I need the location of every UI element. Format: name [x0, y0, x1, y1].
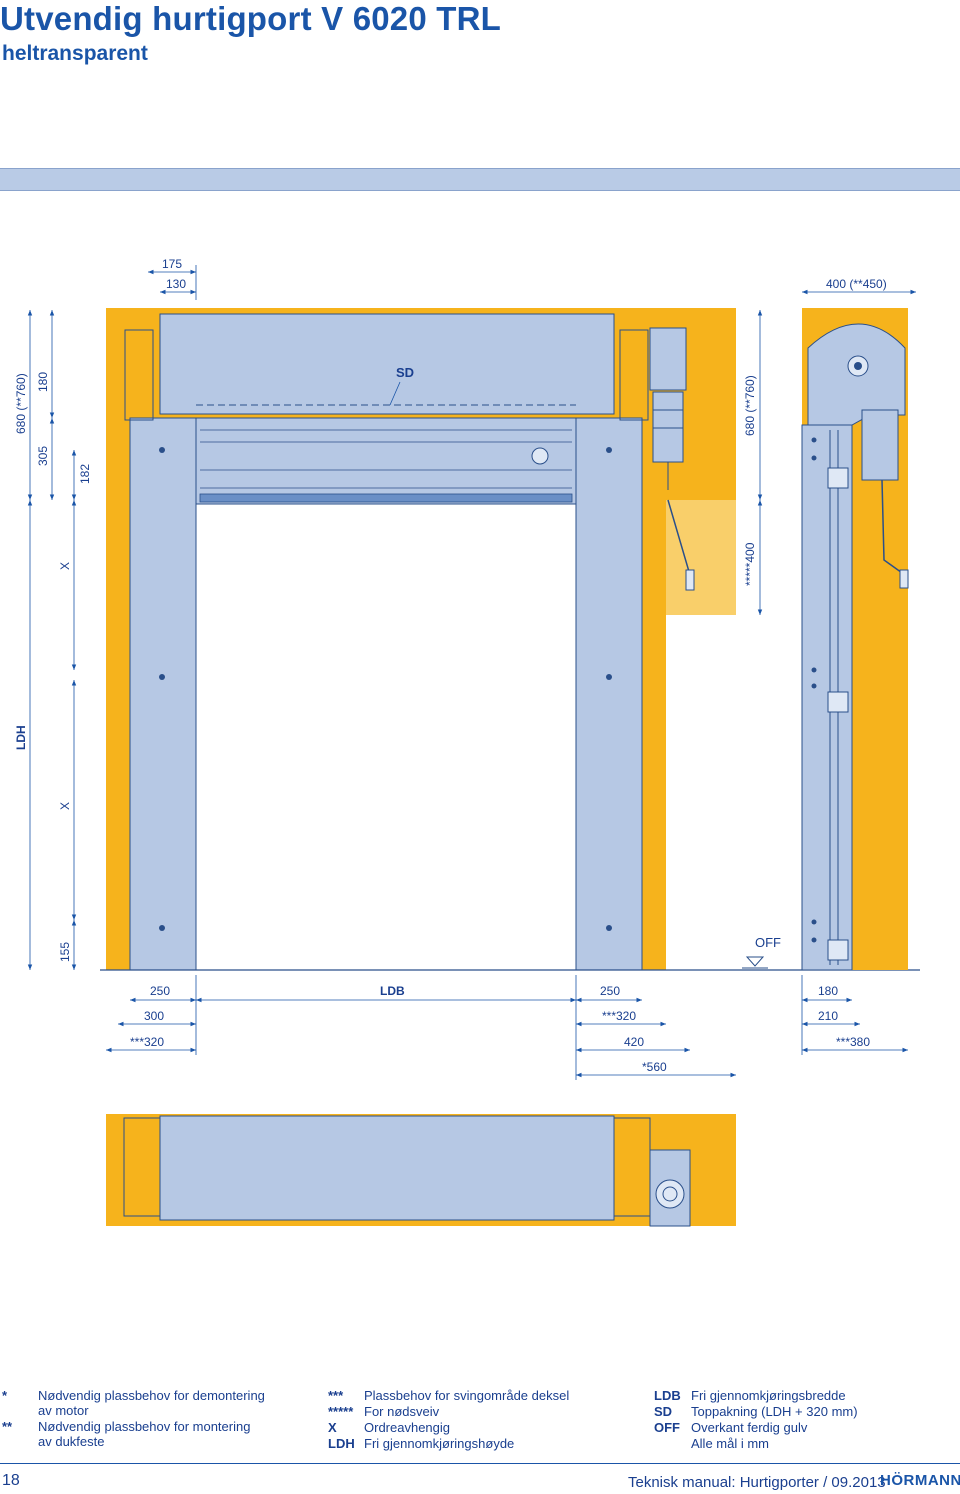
- legend-col1: * Nødvendig plassbehov for demontering a…: [2, 1388, 302, 1458]
- dim-182: 182: [78, 464, 92, 484]
- plan-view: [106, 1114, 736, 1227]
- dim-250-left: 250: [150, 984, 170, 998]
- dim-off: OFF: [755, 935, 781, 950]
- legend-key: ***: [328, 1388, 344, 1403]
- section-band: [0, 168, 960, 191]
- side-frame-left: [129, 417, 197, 971]
- dim-380: ***380: [836, 1035, 870, 1049]
- dim-sd: SD: [396, 365, 414, 380]
- dim-250-right: 250: [600, 984, 620, 998]
- dim-400-right: *****400: [743, 542, 757, 586]
- dim-x-upper: X: [58, 562, 72, 570]
- axle-marker: [531, 447, 549, 465]
- dim-300: 300: [144, 1009, 164, 1023]
- dim-155: 155: [58, 942, 72, 962]
- page-subtitle: heltransparent: [2, 42, 148, 65]
- dim-680-left: 680 (**760): [14, 373, 28, 434]
- legend-key: SD: [654, 1404, 673, 1419]
- dim-130: 130: [166, 277, 186, 291]
- side-frame-right: [575, 417, 643, 971]
- plan-roller: [159, 1115, 615, 1221]
- brand-logo: HÖRMANN: [880, 1472, 960, 1489]
- legend-key: LDB: [654, 1388, 681, 1403]
- legend-key: LDH: [328, 1436, 355, 1451]
- side-view: [742, 308, 909, 971]
- legend-text: Fri gjennomkjøringsbredde: [691, 1388, 846, 1403]
- dim-175: 175: [162, 257, 182, 271]
- legend-text: av motor: [38, 1403, 89, 1418]
- legend-key: *****: [328, 1404, 354, 1419]
- dim-180: 180: [36, 372, 50, 392]
- dimension-lines: [27, 265, 916, 1080]
- legend-text: Toppakning (LDH + 320 mm): [691, 1404, 858, 1419]
- dim-180-bottom: 180: [818, 984, 838, 998]
- legend-text: Nødvendig plassbehov for demontering: [38, 1388, 265, 1403]
- dim-305: 305: [36, 446, 50, 466]
- legend-key: *: [2, 1388, 8, 1403]
- roller-box: [159, 313, 615, 415]
- dim-420: 420: [624, 1035, 644, 1049]
- dim-x-lower: X: [58, 802, 72, 810]
- dim-320-mid: ***320: [602, 1009, 636, 1023]
- dim-400: 400 (**450): [826, 277, 887, 291]
- dim-210: 210: [818, 1009, 838, 1023]
- dim-560: *560: [642, 1060, 667, 1074]
- dim-320-left: ***320: [130, 1035, 164, 1049]
- footer-divider: [0, 1463, 960, 1464]
- crossbar: [195, 417, 577, 505]
- legend-key: OFF: [654, 1420, 680, 1435]
- floor-level-marker: [745, 956, 765, 967]
- legend-text: Fri gjennomkjøringshøyde: [364, 1436, 515, 1451]
- legend-key: X: [328, 1420, 337, 1435]
- service-area: [666, 500, 736, 615]
- legend-text: Plassbehov for svingområde deksel: [364, 1388, 570, 1403]
- manual-title: Teknisk manual: Hurtigporter / 09.2013: [628, 1474, 886, 1491]
- legend-text: av dukfeste: [38, 1434, 105, 1449]
- page-number: 18: [2, 1472, 20, 1489]
- legend-col3: LDB Fri gjennomkjøringsbredde SD Toppakn…: [654, 1388, 954, 1458]
- legend-text: Nødvendig plassbehov for montering: [38, 1419, 251, 1434]
- motor: [649, 327, 695, 591]
- legend-col2: *** Plassbehov for svingområde deksel **…: [328, 1388, 628, 1458]
- dim-680-right: 680 (**760): [743, 375, 757, 436]
- legend-key: **: [2, 1419, 13, 1434]
- door-opening: [196, 500, 576, 970]
- legend-text: For nødsveiv: [364, 1404, 440, 1419]
- legend-text: Overkant ferdig gulv: [691, 1420, 808, 1435]
- dim-ldh: LDH: [14, 725, 28, 750]
- legend-text: Ordreavhengig: [364, 1420, 450, 1435]
- legend-text: Alle mål i mm: [691, 1436, 770, 1451]
- page-title: Utvendig hurtigport V 6020 TRL: [0, 0, 502, 37]
- front-view: [100, 308, 920, 971]
- dim-ldb: LDB: [380, 984, 405, 998]
